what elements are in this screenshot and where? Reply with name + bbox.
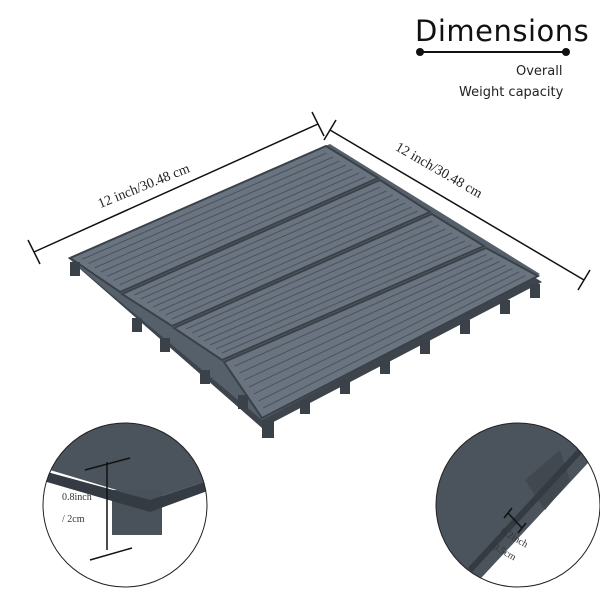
plank-groove bbox=[263, 275, 526, 409]
plank-groove bbox=[140, 190, 387, 300]
plank-groove bbox=[185, 220, 433, 330]
plank-groove bbox=[239, 257, 494, 374]
plank-groove bbox=[94, 160, 340, 269]
plank-groove bbox=[191, 224, 440, 334]
gap-detail-image bbox=[436, 423, 600, 587]
plank-groove bbox=[88, 156, 334, 264]
plank-groove bbox=[100, 164, 347, 273]
plank-groove bbox=[215, 240, 466, 350]
deck-tile bbox=[67, 144, 542, 438]
plank-groove bbox=[234, 254, 487, 367]
plank-groove bbox=[244, 261, 500, 381]
dimension-lines bbox=[27, 111, 591, 291]
page-title: Dimensions bbox=[415, 14, 590, 48]
plank-groove bbox=[119, 176, 366, 286]
height-detail-image bbox=[43, 423, 207, 587]
height-inch-label: 0.8inch bbox=[62, 492, 92, 503]
plank-groove bbox=[248, 264, 507, 388]
plank-groove bbox=[113, 172, 360, 281]
plank-groove bbox=[152, 198, 400, 308]
plank-groove bbox=[197, 228, 446, 338]
plank-groove bbox=[134, 186, 381, 296]
plank-groove bbox=[165, 206, 412, 316]
plank-groove bbox=[146, 194, 393, 304]
plank-groove bbox=[258, 271, 520, 402]
plank-groove bbox=[209, 236, 459, 346]
plank-groove bbox=[221, 244, 472, 354]
plank-groove bbox=[203, 232, 453, 342]
height-cm-label: / 2cm bbox=[62, 514, 85, 525]
overall-label: Overall bbox=[516, 64, 563, 79]
plank-groove bbox=[159, 202, 406, 312]
plank-groove bbox=[107, 168, 353, 277]
plank-groove bbox=[253, 268, 513, 395]
weight-capacity-label: Weight capacity bbox=[459, 85, 564, 100]
plank-groove bbox=[171, 210, 418, 320]
plank-groove bbox=[82, 152, 327, 260]
